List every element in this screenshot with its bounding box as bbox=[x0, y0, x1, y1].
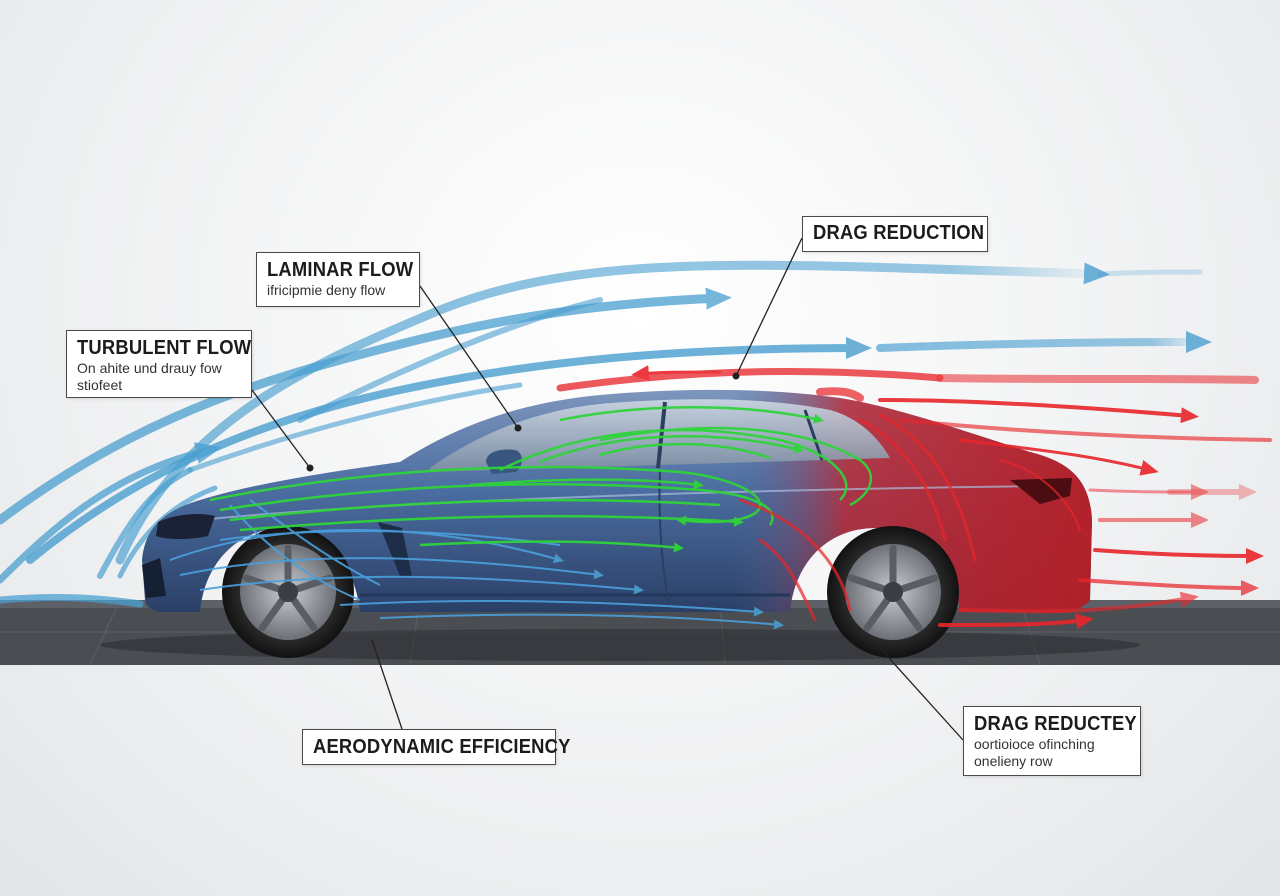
laminar-flow-title: LAMINAR FLOW bbox=[267, 259, 414, 281]
car-taillight bbox=[1010, 478, 1072, 504]
drag-reductey-title: DRAG REDUCTEY bbox=[974, 713, 1137, 735]
turbulent-flow-subtitle-line-1: On ahite und drauy fow bbox=[77, 360, 222, 376]
turbulent-flow-title: TURBULENT FLOW bbox=[77, 337, 252, 359]
streamline-far-top bbox=[297, 297, 603, 423]
leader-drag bbox=[735, 237, 803, 377]
streamline-faint-right bbox=[1097, 269, 1203, 277]
body-airflow-streamlines bbox=[169, 499, 784, 630]
streamline-front-2 bbox=[97, 467, 193, 579]
laminar-flow-subtitle: ifricipmie deny flow bbox=[267, 282, 386, 298]
streamline-mid bbox=[26, 337, 872, 564]
streamline-over-hood bbox=[187, 382, 523, 473]
streamline-top bbox=[115, 260, 1110, 565]
drag-reductey-subtitle-line-1: oortioioce ofinching bbox=[974, 736, 1095, 752]
laminar-streamlines bbox=[209, 406, 872, 553]
drag-streamlines bbox=[556, 365, 1272, 630]
front-wheel bbox=[222, 526, 354, 658]
rear-wheel bbox=[827, 526, 959, 658]
leader-lines bbox=[251, 237, 964, 741]
outer-airflow-streamlines bbox=[0, 260, 1212, 608]
leader-laminar bbox=[419, 285, 519, 429]
leader-turbulent bbox=[251, 389, 311, 469]
drag-reductey-label: DRAG REDUCTEY oortioioce ofinching oneli… bbox=[963, 706, 1141, 776]
turbulent-flow-label: TURBULENT FLOW On ahite und drauy fow st… bbox=[66, 330, 252, 398]
laminar-flow-label: LAMINAR FLOW ifricipmie deny flow bbox=[256, 252, 420, 307]
streamline-ground bbox=[0, 593, 144, 608]
turbulent-flow-subtitle-line-2: stiofeet bbox=[77, 377, 123, 393]
streamline-mid-right bbox=[876, 331, 1212, 354]
streamline-upper bbox=[0, 287, 732, 525]
streamline-front-1 bbox=[0, 442, 222, 584]
drag-reductey-subtitle-line-2: onelieny row bbox=[974, 753, 1053, 769]
leader-dragrd bbox=[879, 647, 964, 741]
leader-aero bbox=[371, 639, 403, 730]
drag-reduction-label: DRAG REDUCTION bbox=[802, 216, 988, 252]
car-headlight bbox=[156, 514, 215, 539]
aerodynamic-efficiency-label: AERODYNAMIC EFFICIENCY bbox=[302, 729, 571, 765]
drag-reduction-title: DRAG REDUCTION bbox=[813, 222, 985, 244]
aerodynamic-efficiency-title: AERODYNAMIC EFFICIENCY bbox=[313, 736, 571, 758]
